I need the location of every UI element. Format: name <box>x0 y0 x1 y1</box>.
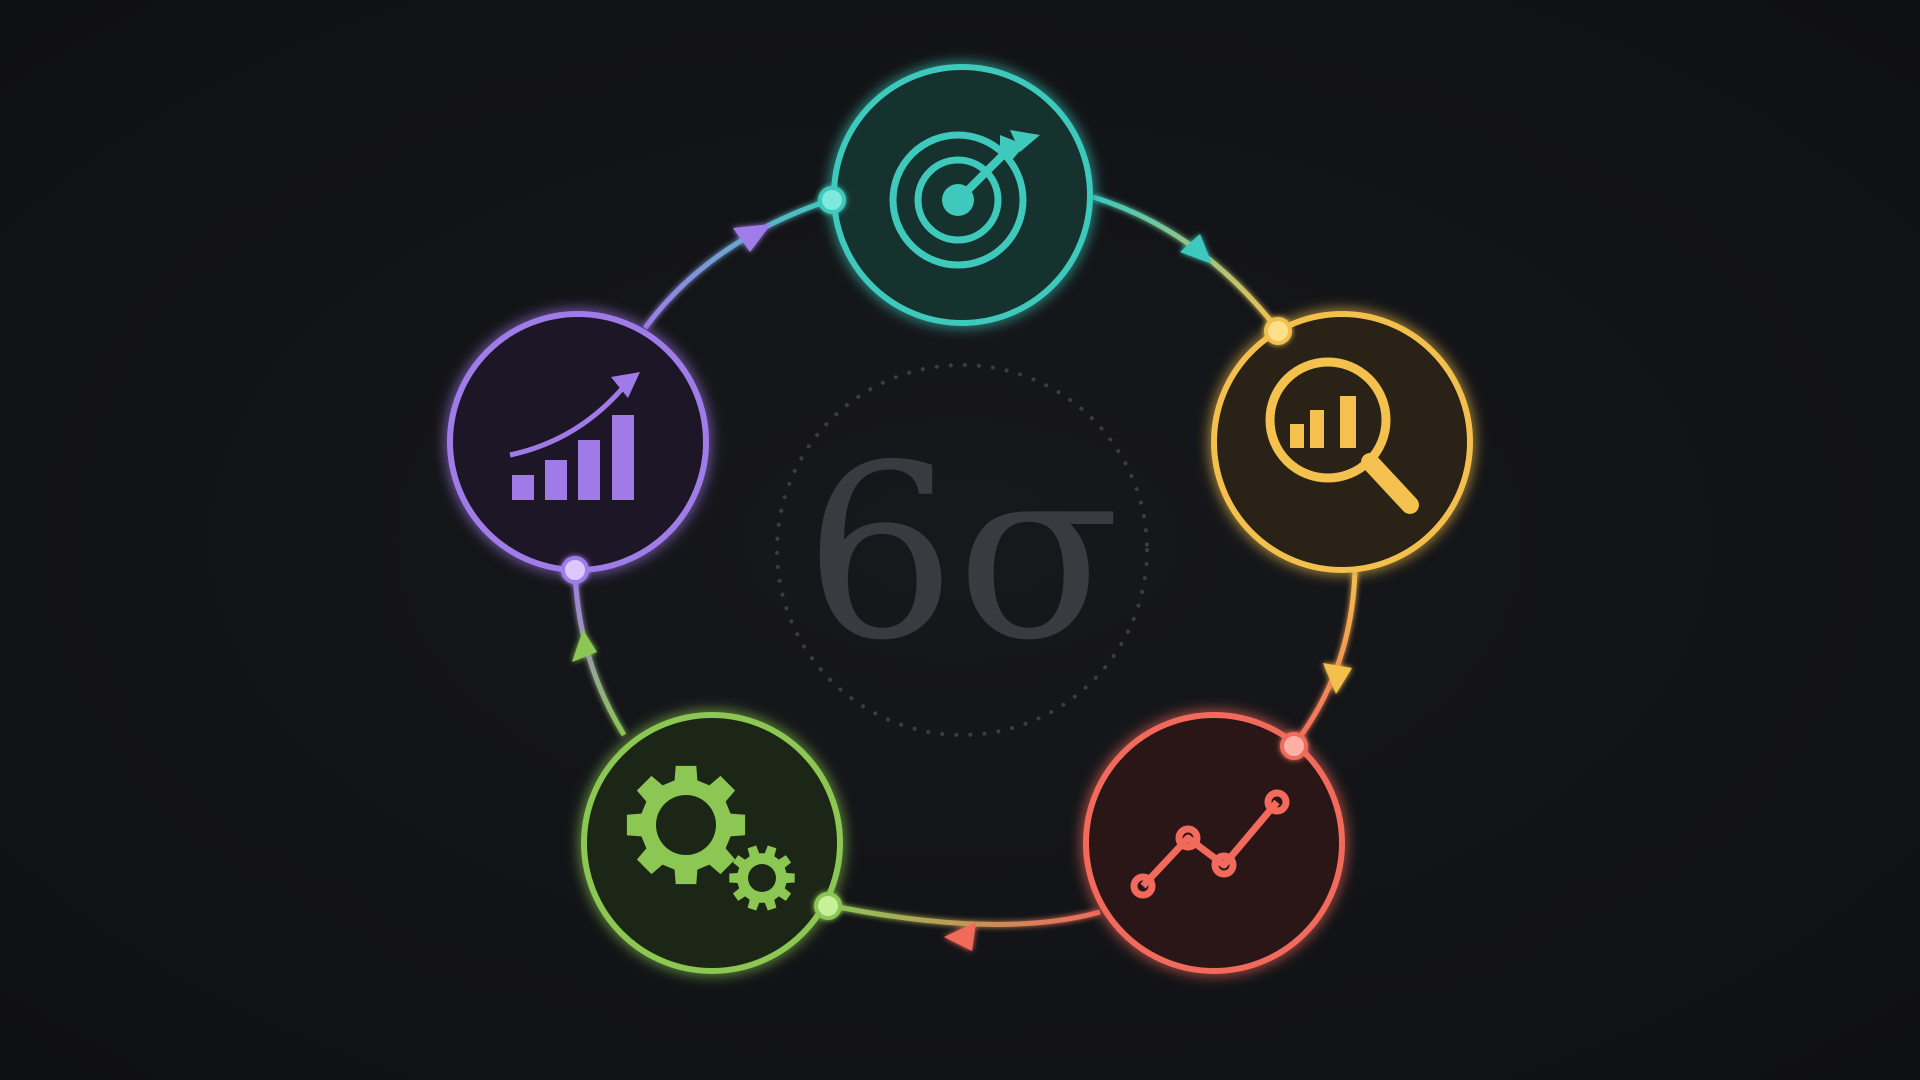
arrowhead-analyze-improve <box>944 922 976 951</box>
gear-hole <box>656 795 716 855</box>
small-gear-icon <box>729 845 795 911</box>
center-dotted-ring <box>775 363 1149 737</box>
connector-nodes <box>561 186 1308 920</box>
arrowhead-improve-control <box>572 630 597 662</box>
connector-define-measure <box>1092 194 1280 332</box>
arrowhead-measure-analyze <box>1323 663 1352 694</box>
arrowhead-define-measure <box>1180 234 1212 264</box>
stage-analyze-circle[interactable] <box>1083 712 1345 974</box>
node-define-left <box>818 186 846 214</box>
connector-control-define <box>642 197 831 330</box>
connector-analyze-improve <box>827 902 1101 927</box>
growth-chart-icon <box>509 372 640 500</box>
cycle-connectors <box>572 194 1358 951</box>
node-measure-top <box>1264 317 1292 345</box>
stage-define-circle[interactable] <box>831 64 1093 326</box>
stage-control-circle[interactable] <box>447 311 709 573</box>
gear-hole <box>748 864 776 892</box>
arrowhead-control-define <box>733 224 771 252</box>
six-sigma-symbol: 6σ <box>804 413 1121 693</box>
node-analyze-top <box>1280 732 1308 760</box>
connector-measure-analyze <box>1292 569 1358 747</box>
node-control-bottom <box>561 556 589 584</box>
target-icon <box>889 130 1040 269</box>
stage-measure-circle[interactable] <box>1211 311 1473 573</box>
gears-icon <box>626 765 795 911</box>
connector-improve-control <box>572 569 627 737</box>
magnifier-bar-chart-icon <box>1265 357 1419 514</box>
stage-improve-circle[interactable] <box>581 712 843 974</box>
node-improve-right <box>814 892 842 920</box>
stage-ring <box>1083 712 1345 974</box>
center-emblem: 6σ <box>775 363 1149 737</box>
line-chart-icon <box>1130 789 1290 899</box>
large-gear-icon <box>626 765 746 885</box>
